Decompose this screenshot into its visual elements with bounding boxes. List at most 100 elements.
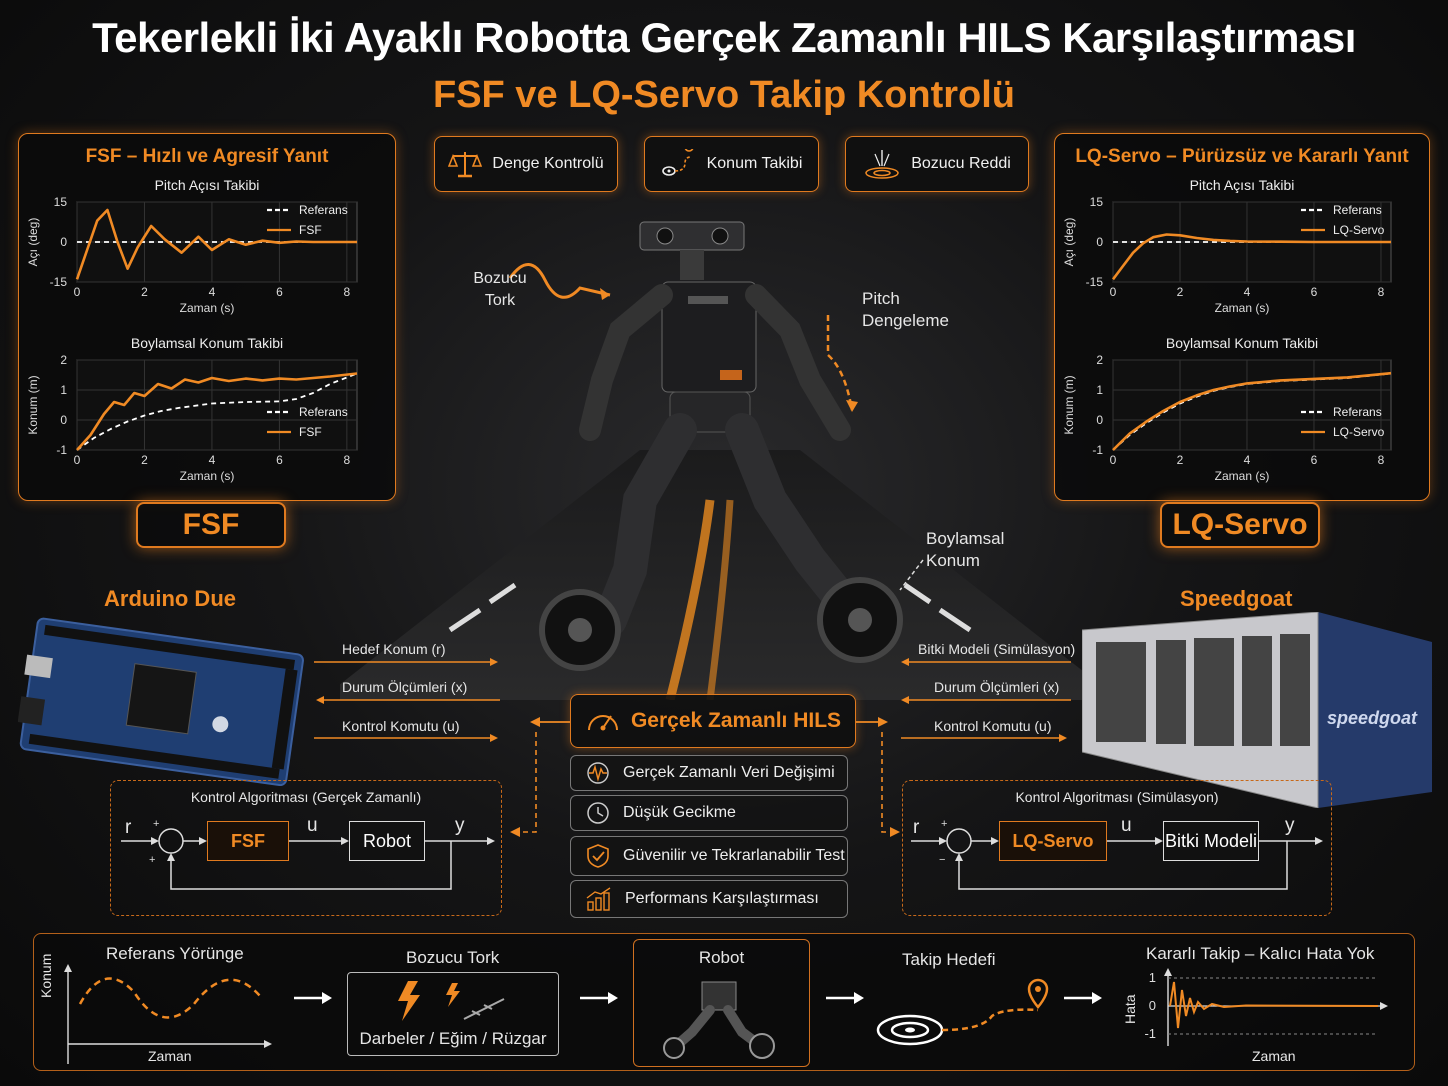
legend-label: FSF (299, 425, 322, 439)
pill-denge-kontrolu: Denge Kontrolü (434, 136, 618, 192)
x-tick-label: 0 (74, 453, 81, 467)
lq-loop-y: y (1285, 815, 1295, 836)
speedgoat-target: speedgoat (1082, 612, 1432, 808)
flow-arrow-2 (580, 992, 618, 1004)
fsf-controller-block: FSF (207, 821, 289, 861)
lq-servo-panel: LQ-Servo – Pürüzsüz ve Kararlı Yanıt Pit… (1054, 133, 1430, 501)
y-axis-label: Açı (deg) (26, 218, 40, 267)
road (340, 450, 1100, 700)
flow-reference-title: Referans Yörünge (106, 944, 244, 963)
y-axis-label: Konum (m) (26, 375, 40, 434)
y-tick-label: 15 (54, 195, 68, 209)
chart-title: Pitch Açısı Takibi (1190, 177, 1295, 193)
arduino-signal-command: Kontrol Komutu (u) (342, 718, 460, 734)
svg-text:+: + (149, 854, 155, 866)
svg-text:+: + (941, 818, 947, 830)
longitudinal-label: Boylamsal Konum (926, 529, 1005, 570)
flow-robot-box: Robot (633, 939, 810, 1067)
location-pin-icon (1027, 978, 1049, 1009)
robot-plant-block: Robot (349, 821, 425, 861)
small-robot-icon (663, 981, 775, 1059)
flow-robot-title: Robot (698, 948, 745, 967)
gauge-icon (587, 715, 618, 731)
x-tick-label: 4 (209, 453, 216, 467)
disturbance-label: Bozucu Tork (473, 270, 527, 309)
road-dashes (448, 582, 972, 633)
flow-arrow-3 (826, 992, 864, 1004)
x-axis-label: Zaman (s) (1215, 469, 1270, 483)
x-tick-label: 6 (1311, 453, 1318, 467)
arduino-title: Arduino Due (104, 586, 236, 611)
x-tick-label: 8 (344, 285, 351, 299)
x-tick-label: 4 (209, 285, 216, 299)
flow-disturbance-title: Bozucu Tork (406, 948, 500, 967)
flow-disturbance-caption: Darbeler / Eğim / Rüzgar (359, 1029, 547, 1048)
hils-feature-data-exchange: Gerçek Zamanlı Veri Değişimi (570, 755, 848, 791)
fsf-loop-y: y (455, 815, 465, 836)
hils-connectors (510, 717, 900, 837)
x-tick-label: 8 (1378, 285, 1385, 299)
pill-konum-takibi: Konum Takibi (644, 136, 819, 192)
y-tick-label: -1 (56, 443, 67, 457)
chart-title: Pitch Açısı Takibi (155, 177, 260, 193)
disturbance-wave-arrow (508, 263, 611, 299)
legend-label: Referans (1333, 203, 1382, 217)
x-tick-label: 2 (1177, 285, 1184, 299)
lq-loop-r: r (913, 817, 920, 838)
error-graph: 1 0 -1 (1144, 968, 1388, 1046)
pill-label: Konum Takibi (706, 155, 803, 172)
legend-label: Referans (299, 405, 348, 419)
fsf-control-loop: Kontrol Algoritması (Gerçek Zamanlı) + +… (110, 780, 502, 916)
fsf-panel: FSF – Hızlı ve Agresif Yanıt Pitch Açısı… (18, 133, 396, 501)
hils-title-box: Gerçek Zamanlı HILS (570, 694, 856, 748)
location-path-icon (661, 149, 693, 176)
x-tick-label: 6 (276, 453, 283, 467)
x-tick-label: 6 (1311, 285, 1318, 299)
lq-loop-title: Kontrol Algoritması (Simülasyon) (1015, 789, 1219, 805)
x-tick-label: 8 (344, 453, 351, 467)
disturbance-impact-icon (865, 150, 899, 179)
lq-panel-title: LQ-Servo – Pürüzsüz ve Kararlı Yanıt (1075, 146, 1409, 167)
clock-icon (587, 802, 609, 824)
fsf-loop-diagram: + + (121, 818, 495, 890)
y-tick-label: 2 (1096, 353, 1103, 367)
y-tick-label: 2 (60, 353, 67, 367)
y-tick-label: -15 (50, 275, 68, 289)
hils-feature-low-latency: Düşük Gecikme (570, 795, 848, 831)
fsf-loop-u: u (307, 815, 318, 836)
y-tick-label: 15 (1090, 195, 1104, 209)
lq-servo-badge: LQ-Servo (1160, 502, 1320, 548)
y-tick-label: 1 (60, 383, 67, 397)
svg-text:−: − (939, 854, 945, 866)
x-tick-label: 2 (141, 453, 148, 467)
x-tick-label: 2 (141, 285, 148, 299)
x-tick-label: 6 (276, 285, 283, 299)
flow-stable-xlabel: Zaman (1252, 1048, 1296, 1064)
x-tick-label: 4 (1244, 453, 1251, 467)
robot-scene (340, 221, 1100, 700)
pill-label: Bozucu Reddi (911, 155, 1011, 172)
flow-reference-ylabel: Konum (38, 953, 54, 998)
series-line-lq-servo (1112, 371, 1392, 451)
lightning-impact-icon (398, 981, 505, 1021)
fsf-panel-title: FSF – Hızlı ve Agresif Yanıt (85, 146, 329, 167)
y-tick-label: 0 (60, 235, 67, 249)
y-tick-label: 0 (60, 413, 67, 427)
x-axis-label: Zaman (s) (1215, 301, 1270, 315)
speedgoat-signal-states: Durum Ölçümleri (x) (934, 679, 1060, 695)
x-tick-label: 8 (1378, 453, 1385, 467)
series-line-fsf (76, 372, 358, 451)
error-tick-1: 1 (1149, 970, 1156, 985)
plant-model-block: Bitki Modeli (1163, 821, 1259, 861)
legend-label: FSF (299, 223, 322, 237)
bar-chart-icon (586, 887, 611, 911)
page-title: Tekerlekli İki Ayaklı Robotta Gerçek Zam… (92, 14, 1356, 61)
road-center-line-2 (706, 499, 734, 700)
legend-label: Referans (1333, 405, 1382, 419)
flow-arrow-4 (1064, 992, 1102, 1004)
flow-stable-ylabel: Hata (1122, 994, 1138, 1024)
hils-feature-performance: Performans Karşılaştırması (570, 880, 848, 918)
